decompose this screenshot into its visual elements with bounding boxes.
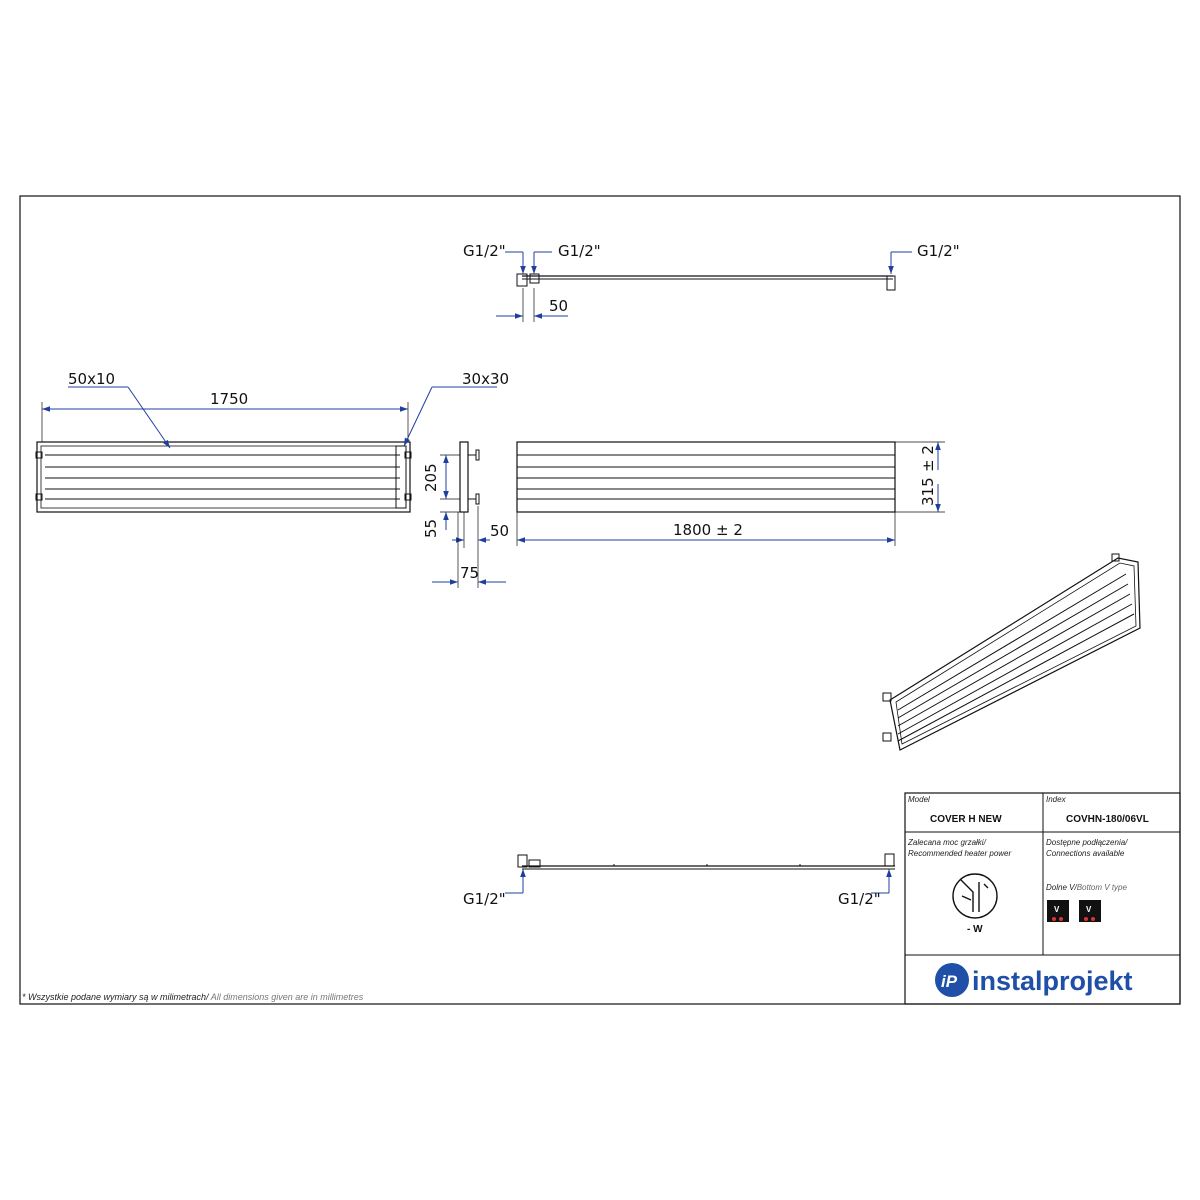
- front-collector-label: 30x30: [462, 370, 509, 388]
- back-dim-length-tolerance: ± 2: [716, 521, 743, 539]
- footnote-polish: * Wszystkie podane wymiary są w milimetr…: [22, 992, 210, 1002]
- model-value: COVER H NEW: [930, 814, 1002, 825]
- brand-name: instalprojekt: [972, 966, 1133, 996]
- back-view: 1800 ± 2 315 ± 2: [516, 441, 945, 546]
- front-width-dimension: 1750: [210, 390, 248, 408]
- top-dim-offset: 50: [549, 297, 568, 315]
- top-connection-left-2-label: G1/2": [558, 242, 601, 260]
- side-view: 205 55 50 75: [422, 441, 509, 588]
- footnote-english: All dimensions given are in millimetres: [209, 992, 364, 1002]
- top-connection-right-label: G1/2": [917, 242, 960, 260]
- heater-caption-pl: Zalecana moc grzałki/: [907, 838, 987, 847]
- connections-caption-en: Connections available: [1046, 849, 1125, 858]
- front-view: 50x10 1750 30x30: [35, 370, 509, 513]
- connection-badge-2: V: [1079, 900, 1101, 922]
- model-caption: Model: [908, 795, 930, 804]
- connections-caption-pl: Dostępne podłączenia/: [1046, 838, 1128, 847]
- brand-logo-letters: iP: [941, 972, 958, 991]
- bottom-connection-left-label: G1/2": [463, 890, 506, 908]
- front-profile-label: 50x10: [68, 370, 115, 388]
- back-dim-height: 315: [919, 477, 937, 506]
- heater-icon: [952, 873, 998, 919]
- side-dim-bottom: 55: [422, 519, 440, 538]
- side-dim-spacing: 205: [422, 463, 440, 492]
- connection-badge-1: V: [1047, 900, 1069, 922]
- bottom-view: G1/2" G1/2": [463, 853, 895, 908]
- side-dim-depth: 75: [460, 564, 479, 582]
- top-connection-left-1-label: G1/2": [463, 242, 506, 260]
- connections-type-label: Dolne V/Bottom V type: [1046, 883, 1127, 892]
- bottom-connection-right-label: G1/2": [838, 890, 881, 908]
- title-block: Model COVER H NEW Index COVHN-180/06VL Z…: [904, 792, 1181, 1005]
- back-dim-length: 1800: [673, 521, 711, 539]
- index-caption: Index: [1046, 795, 1067, 804]
- back-dim-height-tolerance: ± 2: [919, 445, 937, 472]
- connection-badge-1-label: V: [1054, 905, 1060, 914]
- index-value: COVHN-180/06VL: [1066, 814, 1149, 825]
- connections-type-en: Bottom V type: [1077, 883, 1128, 892]
- isometric-view: [882, 553, 1141, 751]
- heater-caption-en: Recommended heater power: [908, 849, 1012, 858]
- instalprojekt-logo: iP instalprojekt: [935, 963, 1133, 997]
- heater-value: - W: [967, 924, 983, 935]
- top-view: G1/2" G1/2" G1/2" 50: [463, 242, 960, 322]
- dimensions-footnote: * Wszystkie podane wymiary są w milimetr…: [22, 992, 364, 1002]
- connections-type-pl: Dolne V/: [1046, 883, 1077, 892]
- side-dim-wall: 50: [490, 522, 509, 540]
- sheet-border: [19, 195, 1181, 1005]
- connection-badge-2-label: V: [1086, 905, 1092, 914]
